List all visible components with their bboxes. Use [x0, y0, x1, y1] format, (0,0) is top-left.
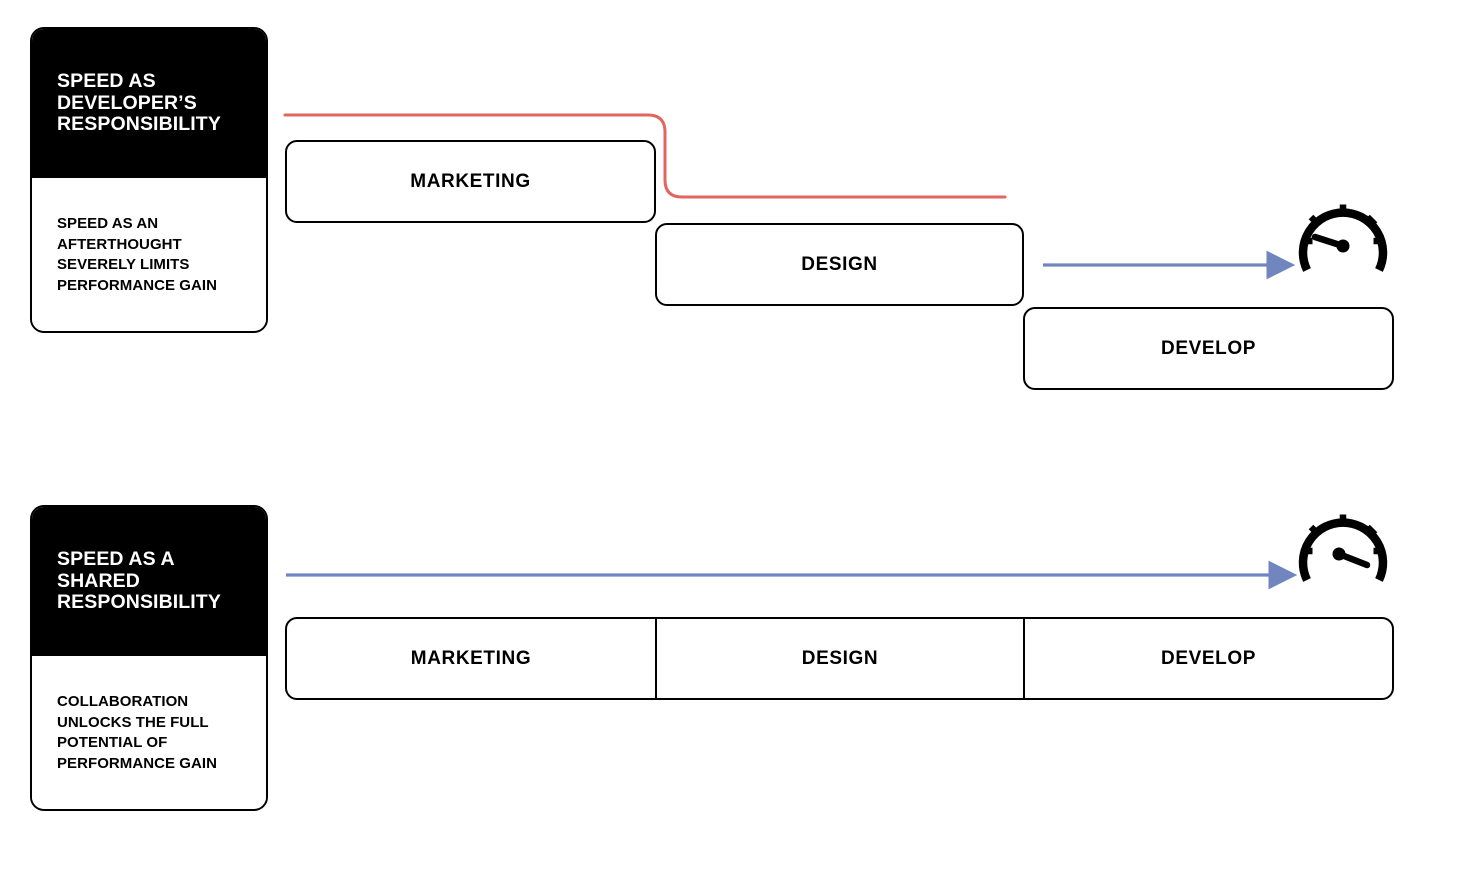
legend-caption: SPEED AS AN AFTERTHOUGHT SEVERELY LIMITS…	[57, 215, 217, 295]
legend-card-developer-responsibility: SPEED AS DEVELOPER’S RESPONSIBILITY SPEE…	[30, 27, 268, 333]
stage-box-marketing-sequential[interactable]: MARKETING	[285, 140, 656, 223]
stage-box-design-parallel[interactable]: DESIGN	[657, 619, 1025, 698]
speedometer-low-icon	[1298, 204, 1388, 272]
stage-label: DEVELOP	[1161, 337, 1256, 359]
stage-label: DEVELOP	[1161, 647, 1256, 669]
combined-stage-bar: MARKETING DESIGN DEVELOP	[285, 617, 1394, 700]
legend-heading: SPEED AS DEVELOPER’S RESPONSIBILITY	[57, 69, 221, 136]
stage-label: MARKETING	[410, 647, 532, 669]
stage-box-marketing-parallel[interactable]: MARKETING	[287, 619, 657, 698]
stage-label: MARKETING	[410, 170, 531, 192]
legend-card-header: SPEED AS A SHARED RESPONSIBILITY	[32, 507, 266, 656]
stage-box-develop-parallel[interactable]: DEVELOP	[1025, 619, 1392, 698]
legend-heading: SPEED AS A SHARED RESPONSIBILITY	[57, 547, 221, 614]
legend-card-body: SPEED AS AN AFTERTHOUGHT SEVERELY LIMITS…	[32, 178, 266, 330]
stage-label: DESIGN	[801, 647, 879, 669]
legend-card-header: SPEED AS DEVELOPER’S RESPONSIBILITY	[32, 29, 266, 178]
legend-caption: COLLABORATION UNLOCKS THE FULL POTENTIAL…	[57, 693, 217, 773]
legend-card-shared-responsibility: SPEED AS A SHARED RESPONSIBILITY COLLABO…	[30, 505, 268, 811]
speedometer-high-icon	[1298, 514, 1388, 582]
legend-card-body: COLLABORATION UNLOCKS THE FULL POTENTIAL…	[32, 656, 266, 808]
stage-box-design-sequential[interactable]: DESIGN	[655, 223, 1024, 306]
stage-label: DESIGN	[801, 253, 878, 275]
stage-box-develop-sequential[interactable]: DEVELOP	[1023, 307, 1394, 390]
